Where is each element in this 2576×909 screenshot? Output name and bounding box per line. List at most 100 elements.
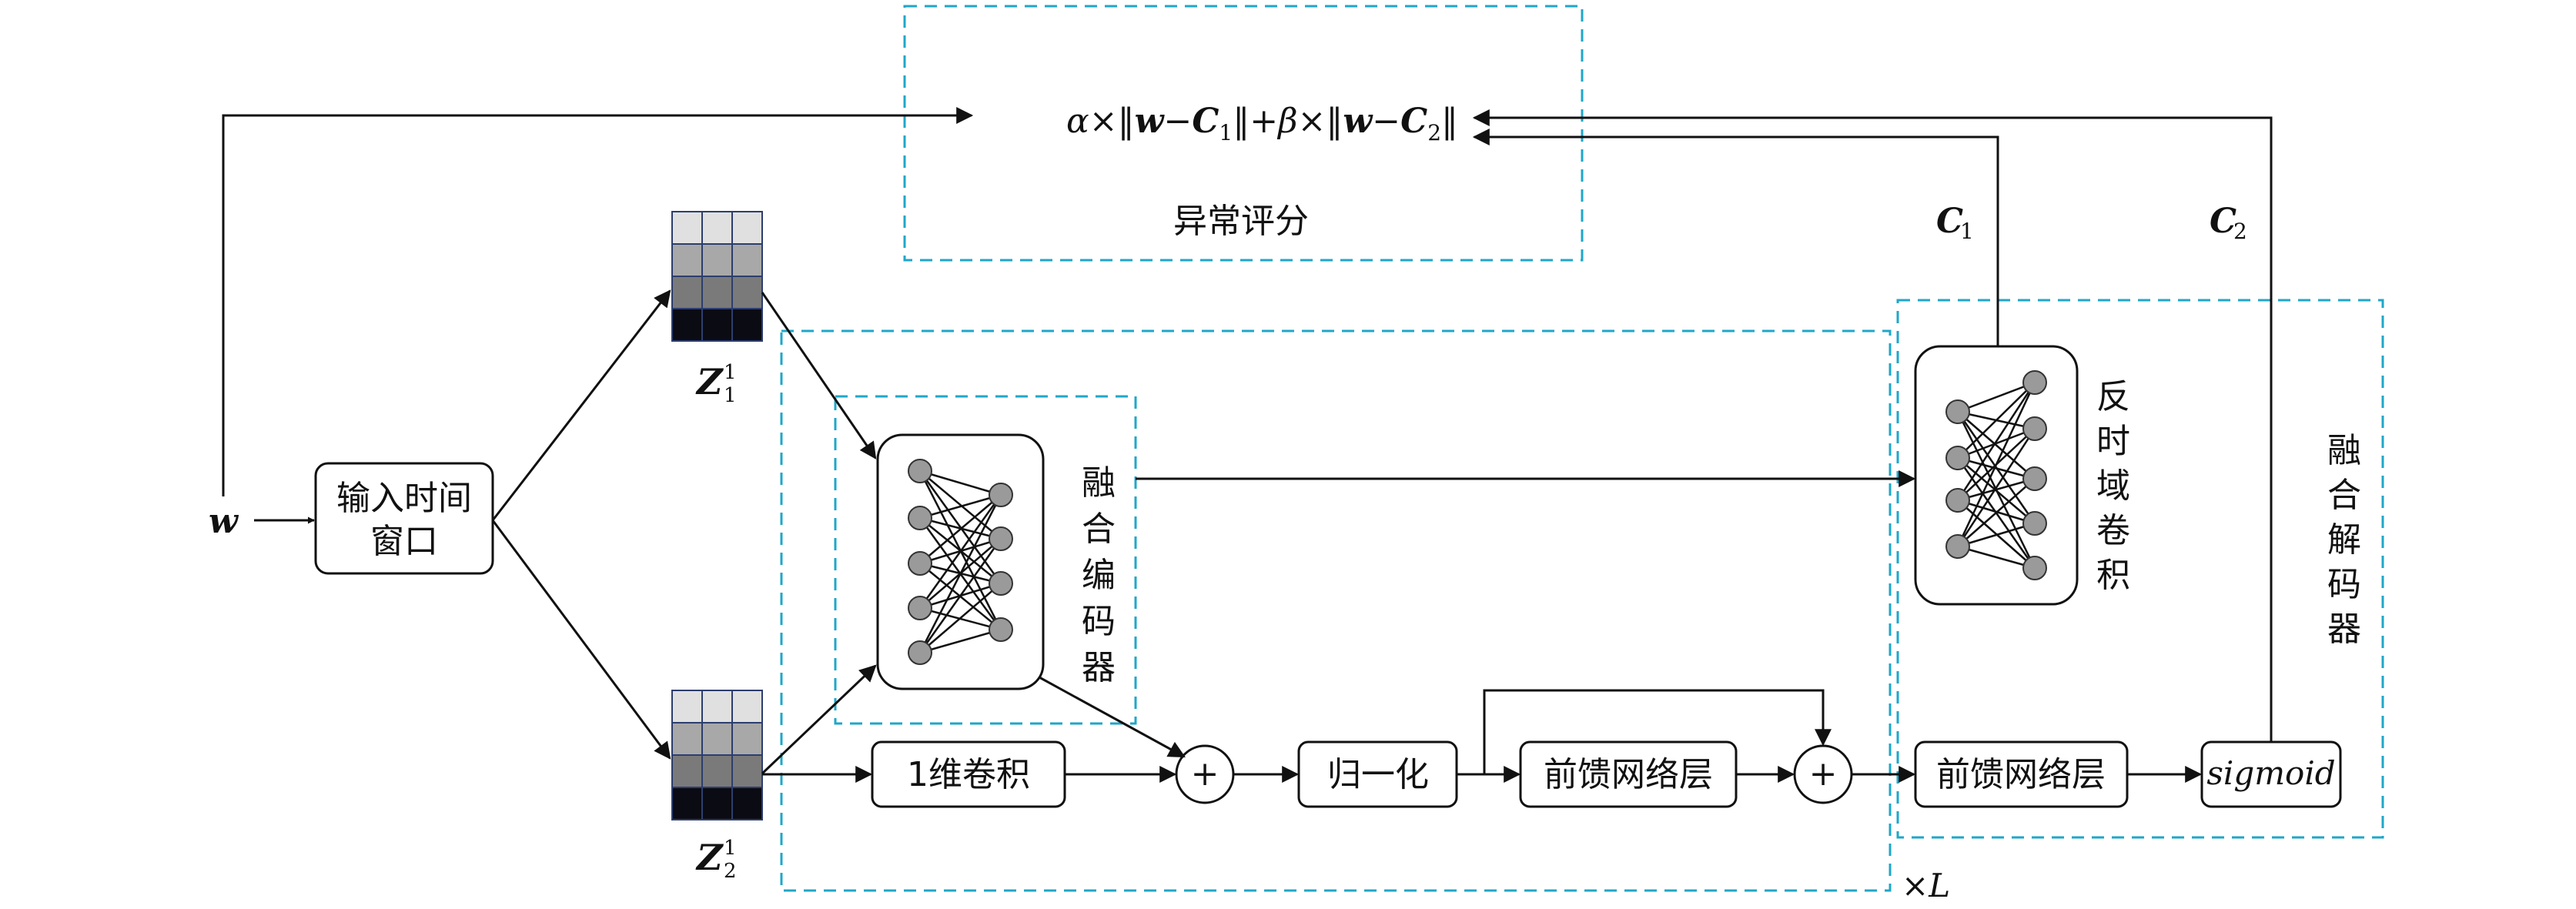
- decoder-edge: [1957, 522, 2036, 548]
- decoder-edge: [1956, 382, 2036, 501]
- decoder-edge: [1956, 428, 2036, 547]
- normalize-label: 归一化: [1327, 755, 1429, 794]
- z2-grid-cell: [701, 690, 733, 724]
- add-circle-1-symbol: +: [1191, 754, 1219, 794]
- z2-grid-cell: [701, 754, 733, 788]
- decoder-neuron: [1945, 446, 1970, 470]
- encoder-neuron: [989, 617, 1013, 642]
- feedforward-1-label: 前馈网络层: [1544, 755, 1713, 794]
- decoder-neuron: [2022, 370, 2047, 395]
- z1-grid-cell: [701, 243, 733, 277]
- z2-grid-cell: [671, 754, 703, 788]
- fusion-decoder-label-char: 码: [2327, 565, 2361, 604]
- z2-grid-cell: [731, 754, 763, 788]
- decoder-neuron: [1945, 488, 1970, 513]
- anomaly-score-label: 异常评分: [1173, 202, 1309, 241]
- input-window-box: [314, 462, 494, 575]
- decoder-edge: [1957, 457, 2036, 524]
- decoder-neuron: [2022, 556, 2047, 580]
- encoder-neural-net: [908, 459, 1013, 665]
- arrow-encoder-to-add1: [1039, 676, 1186, 758]
- z1-grid-cell: [671, 243, 703, 277]
- decoder-edge: [1956, 382, 2036, 547]
- arrow-residual-bypass: [1483, 689, 1832, 774]
- z2-grid-cell: [731, 690, 763, 724]
- encoder-edge: [918, 494, 1002, 609]
- encoder-edge: [918, 538, 1002, 653]
- arrow-window-to-z2: [491, 520, 671, 760]
- fusion-encoder-box: [876, 433, 1045, 690]
- anomaly-score-formula: α×‖w−C1‖+β×‖w−C2‖: [1066, 102, 1458, 145]
- c2-label: C: [2210, 202, 2236, 241]
- encoder-neuron: [908, 459, 932, 483]
- inverse-conv-label-char: 卷: [2096, 511, 2130, 550]
- fusion-encoder-frame: [834, 395, 1137, 725]
- z1-superscript: 1: [724, 361, 737, 384]
- z2-grid-cell: [671, 722, 703, 756]
- z1-grid-cell: [731, 308, 763, 342]
- fusion-encoder-label-char: 合: [1082, 510, 1116, 549]
- z1-grid-cell: [671, 276, 703, 309]
- arrow-window-to-z1: [491, 289, 671, 521]
- z1-grid-cell: [731, 243, 763, 277]
- encoder-edge: [919, 583, 1002, 653]
- z1-label: Z: [695, 361, 724, 403]
- input-window-label-line1: 输入时间: [336, 479, 472, 518]
- z1-grid-cell: [701, 276, 733, 309]
- z2-subscript: 2: [724, 860, 737, 883]
- inverse-conv-label-char: 时: [2096, 422, 2130, 461]
- decoder-edge: [1957, 477, 2036, 502]
- encoder-edge: [919, 494, 1002, 564]
- arrow-c2-to-score: [1472, 109, 2273, 742]
- fusion-decoder-label-char: 融: [2327, 431, 2361, 470]
- encoder-neuron: [989, 526, 1013, 551]
- encoder-neuron: [908, 640, 932, 665]
- inverse-conv-label-char: 反: [2096, 377, 2130, 416]
- decoder-edge: [1957, 478, 2036, 547]
- z1-grid-cell: [701, 308, 733, 342]
- encoder-edge: [919, 493, 1002, 520]
- z2-grid-cell: [701, 787, 733, 820]
- encoder-edge: [919, 470, 1002, 496]
- fusion-decoder-label-char: 解: [2327, 520, 2361, 560]
- z1-feature-grid: [671, 211, 763, 342]
- c1-subscript: 1: [1960, 219, 1974, 244]
- z2-superscript: 1: [724, 837, 737, 860]
- c1-label: C: [1936, 202, 1963, 241]
- svg-text:α×‖w−C1‖+β×‖w−C2‖: α×‖w−C1‖+β×‖w−C2‖: [1066, 102, 1458, 145]
- fusion-encoder-label-char: 编: [1082, 556, 1116, 595]
- encoder-neuron: [989, 483, 1013, 507]
- encoder-edge: [918, 494, 1002, 653]
- encoder-neuron: [989, 571, 1013, 596]
- encoder-layer-frame: [780, 329, 1892, 892]
- z1-grid-cell: [731, 211, 763, 245]
- decoder-edge: [1957, 427, 2036, 460]
- encoder-neuron: [908, 551, 932, 576]
- decoder-neuron: [2022, 466, 2047, 491]
- connections: [222, 107, 2273, 783]
- z2-label: Z: [695, 837, 724, 878]
- decoder-edge: [1957, 381, 2036, 413]
- inverse-conv-box: [1914, 345, 2079, 606]
- fusion-encoder-label-char: 器: [1082, 648, 1116, 687]
- z2-grid-cell: [731, 722, 763, 756]
- anomaly-score-frame: [903, 5, 1584, 262]
- z2-grid-cell: [701, 722, 733, 756]
- decoder-edge: [1957, 456, 2036, 480]
- z2-feature-grid: [671, 690, 763, 820]
- arrow-w-to-score: [222, 107, 974, 496]
- decoder-neuron: [1945, 534, 1970, 559]
- z2-grid-cell: [731, 787, 763, 820]
- z1-grid-cell: [671, 211, 703, 245]
- z1-grid-cell: [701, 211, 733, 245]
- fusion-decoder-label-char: 器: [2327, 610, 2361, 649]
- repeat-l-label: ×L: [1902, 867, 1950, 904]
- fusion-decoder-label-char: 合: [2327, 476, 2361, 515]
- sigmoid-label: sigmoid: [2206, 754, 2335, 792]
- arrow-c1-to-score: [1472, 129, 1999, 346]
- conv1d-label: 1维卷积: [907, 755, 1030, 794]
- encoder-neuron: [908, 596, 932, 620]
